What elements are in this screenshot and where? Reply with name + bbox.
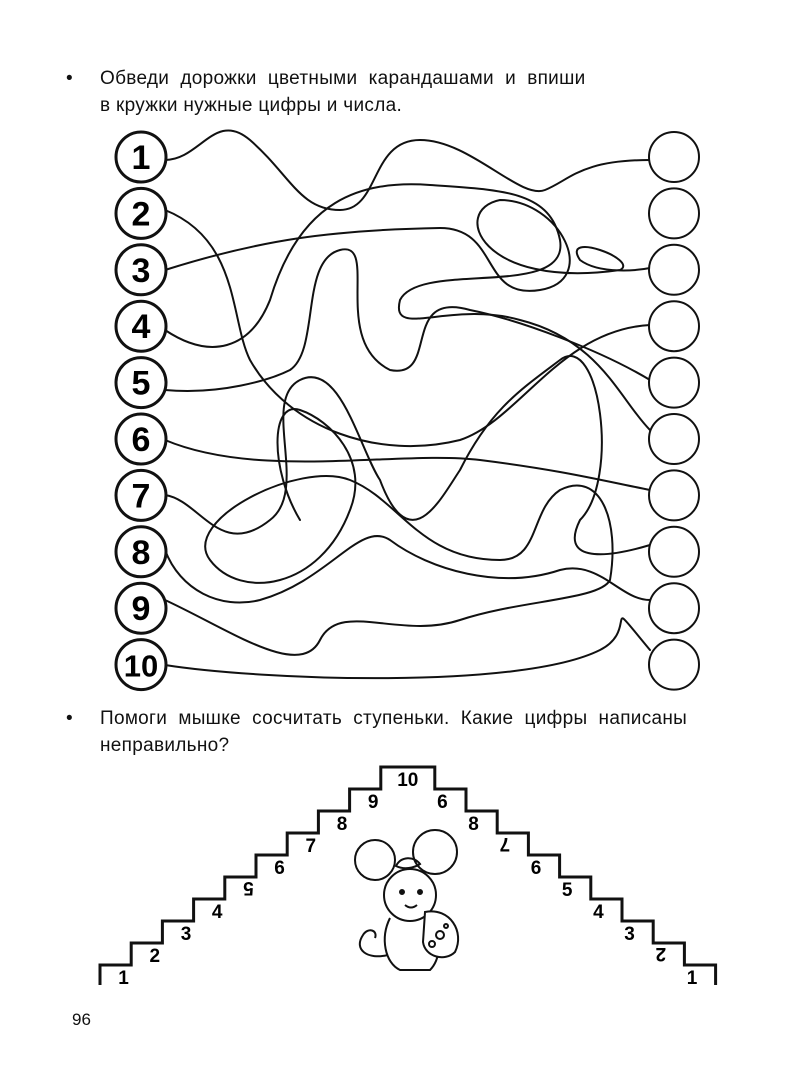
answer-circle[interactable] [648, 300, 700, 353]
instruction-line-2: в кружки нужные цифры и числа. [100, 95, 403, 116]
answer-circle[interactable] [648, 469, 700, 522]
instruction-line-2: неправильно? [100, 735, 230, 756]
maze-paths [164, 129, 651, 680]
number-label: 3 [132, 252, 151, 290]
bullet: • [66, 68, 73, 89]
number-label: 5 [132, 365, 151, 403]
stair-right-7-label: 7 [500, 833, 511, 854]
stair-left-1-label: 1 [118, 968, 129, 989]
mouse-head [383, 868, 437, 922]
answer-circle[interactable] [648, 413, 700, 465]
number-label: 10 [124, 649, 158, 684]
stair-right-8-label: 8 [468, 814, 479, 835]
answer-circle[interactable] [648, 525, 700, 578]
stair-left-8-label: 8 [337, 814, 348, 835]
answer-circle[interactable] [648, 356, 700, 409]
mouse-tail [358, 929, 389, 958]
number-label: 7 [132, 477, 151, 515]
number-circle-9: 9 [114, 581, 168, 635]
answer-circle[interactable] [648, 582, 700, 635]
page-number: 96 [72, 1010, 91, 1029]
number-circle-10: 10 [114, 638, 168, 692]
stair-left-9-label: 9 [368, 792, 379, 813]
stair-right-6-label: 6 [531, 858, 542, 879]
stair-left-6-label: 6 [274, 858, 285, 879]
cheese [421, 910, 460, 959]
instruction-line-1: Помоги мышке сосчитать ступеньки. Какие … [100, 708, 688, 729]
stair-left-3-label: 3 [181, 924, 192, 945]
number-circle-8: 8 [114, 525, 168, 579]
number-label: 6 [132, 421, 151, 459]
stair-right-9-label: 6 [437, 792, 448, 813]
stair-left-7-label: 7 [306, 836, 317, 857]
stair-right-3-label: 3 [624, 924, 635, 945]
stair-right-2-label: 2 [656, 943, 667, 964]
task-2-instruction: • Помоги мышке сосчитать ступеньки. Каки… [66, 706, 766, 761]
number-circle-6: 6 [114, 412, 168, 466]
stair-left-5-label: 5 [243, 877, 254, 898]
number-circle-3: 3 [114, 243, 168, 297]
staircase-outline [98, 765, 718, 985]
number-label: 4 [132, 308, 151, 346]
answer-circle[interactable] [648, 243, 700, 296]
number-label: 2 [132, 195, 151, 233]
answer-circle[interactable] [648, 131, 700, 183]
stair-right-4-label: 4 [593, 902, 604, 923]
task-1-instruction: • Обведи дорожки цветными карандашами и … [66, 66, 746, 121]
mouse-illustration [354, 829, 460, 971]
number-circle-4: 4 [114, 299, 168, 353]
answer-circle[interactable] [648, 638, 700, 691]
stair-right-5-label: 5 [562, 880, 573, 901]
mouse-ear-right [412, 829, 458, 875]
stair-left-2-label: 2 [150, 946, 161, 967]
maze-figure: 1 2 3 4 5 6 7 8 9 10 [114, 129, 700, 692]
number-circle-5: 5 [114, 356, 168, 410]
answer-circle[interactable] [648, 187, 700, 240]
number-label: 1 [132, 139, 151, 177]
stair-right-1-label: 1 [687, 968, 698, 989]
instruction-line-1: Обведи дорожки цветными карандашами и вп… [100, 68, 586, 89]
number-label: 8 [132, 534, 151, 572]
mouse-ear-left [354, 839, 396, 881]
number-circle-2: 2 [114, 186, 168, 240]
stair-top-label: 10 [397, 770, 418, 791]
number-circle-7: 7 [114, 468, 168, 522]
number-label: 9 [132, 590, 151, 628]
stair-left-4-label: 4 [212, 902, 223, 923]
number-circle-1: 1 [114, 130, 168, 184]
bullet: • [66, 708, 73, 729]
